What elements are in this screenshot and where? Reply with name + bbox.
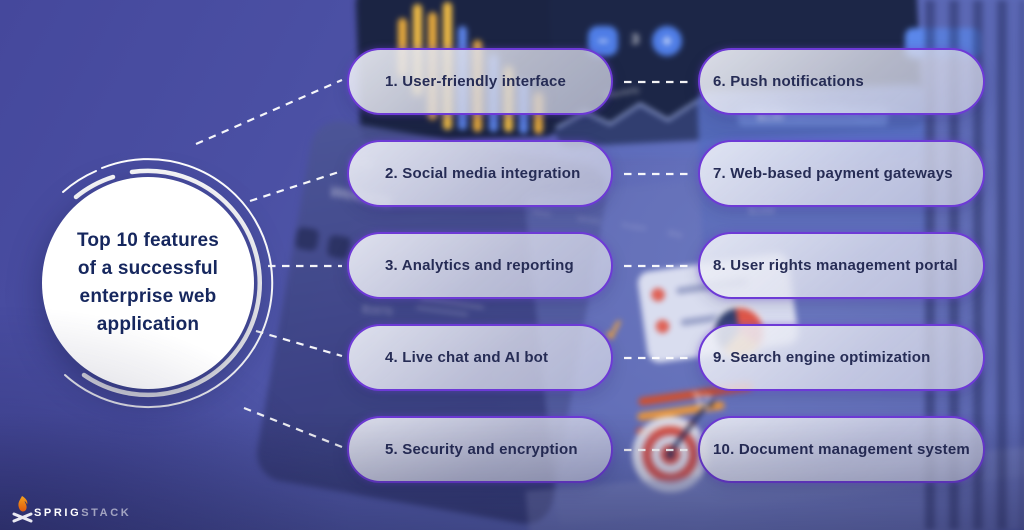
- feature-pill-4: 4. Live chat and AI bot: [347, 324, 613, 391]
- bg-cart-icon: [693, 392, 711, 409]
- bg-check-circle: ✓: [655, 319, 670, 334]
- title-line: application: [96, 314, 200, 335]
- feature-label: 2. Social media integration: [385, 165, 581, 182]
- feature-pill-1: 1. User-friendly interface: [347, 48, 613, 115]
- feature-label: 4. Live chat and AI bot: [385, 349, 549, 366]
- feature-label: 6. Push notifications: [713, 73, 864, 90]
- feature-pill-8: 8. User rights management portal: [698, 232, 985, 299]
- title-line: enterprise web: [79, 286, 217, 307]
- feature-pill-3: 3. Analytics and reporting: [347, 232, 613, 299]
- bg-target-icon: [632, 397, 715, 493]
- feature-pill-6: 6. Push notifications: [698, 48, 985, 115]
- bg-phone-icon-home: [294, 226, 320, 252]
- title-line: Top 10 features: [76, 230, 220, 251]
- feature-pill-5: 5. Security and encryption: [347, 416, 613, 483]
- brand-wordmark: SPRIGSTACK: [34, 507, 131, 519]
- feature-label: 7. Web-based payment gateways: [713, 165, 953, 182]
- brand-primary: SPRIG: [34, 507, 82, 519]
- feature-label: 3. Analytics and reporting: [385, 257, 574, 274]
- brand-secondary: STACK: [81, 507, 132, 519]
- feature-label: 8. User rights management portal: [713, 257, 958, 274]
- feature-label: 10. Document management system: [713, 441, 970, 458]
- title-line: of a successful: [77, 258, 219, 279]
- feature-pill-7: 7. Web-based payment gateways: [698, 140, 985, 207]
- sprigstack-logo: SPRIGSTACK: [11, 494, 211, 524]
- title-circle: Top 10 features of a successful enterpri…: [42, 177, 254, 389]
- bg-check-circle: ✓: [650, 287, 666, 303]
- feature-pill-10: 10. Document management system: [698, 416, 985, 483]
- campfire-icon: [12, 496, 33, 523]
- bg-plus-button: +: [652, 26, 682, 56]
- feature-label: 9. Search engine optimization: [713, 349, 931, 366]
- feature-label: 5. Security and encryption: [385, 441, 578, 458]
- feature-label: 1. User-friendly interface: [385, 73, 567, 90]
- feature-pill-9: 9. Search engine optimization: [698, 324, 985, 391]
- feature-pill-2: 2. Social media integration: [347, 140, 613, 207]
- bg-counter-value: 3: [631, 31, 640, 48]
